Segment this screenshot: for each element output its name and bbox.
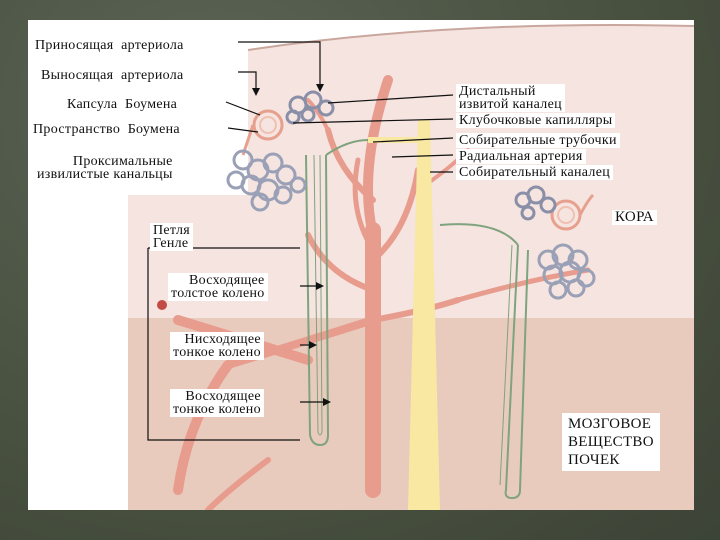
- label-loop-of-henle: Петля Генле: [150, 223, 194, 251]
- vessel-cut: [157, 300, 167, 310]
- label-glomerular-capillaries: Клубочковые капилляры: [456, 113, 616, 128]
- slide: Приносящая артериола Выносящая артериола…: [28, 20, 694, 510]
- label-ascending-thick: Восходящее толстое колено: [168, 273, 268, 301]
- right-distal-tubule: [514, 185, 557, 221]
- label-cortex: КОРА: [612, 210, 657, 225]
- label-medulla: МОЗГОВОЕ ВЕЩЕСТВО ПОЧЕК: [562, 413, 660, 471]
- label-descending-thin: Нисходящее тонкое колено: [170, 332, 264, 360]
- label-ascending-thin: Восходящее тонкое колено: [170, 389, 264, 417]
- label-collecting-duct: Собирательный каналец: [456, 165, 614, 180]
- right-proximal-tubules: [537, 243, 596, 300]
- label-collecting-tubules: Собирательные трубочки: [456, 133, 620, 148]
- label-proximal-tubules: Проксимальные извилистые канальцы: [34, 154, 176, 182]
- label-radial-artery: Радиальная артерия: [456, 149, 586, 164]
- label-efferent-arteriole: Выносящая артериола: [38, 68, 187, 83]
- label-afferent-arteriole: Приносящая артериола: [32, 38, 187, 53]
- label-distal-tubule: Дистальный извитой каналец: [456, 84, 565, 112]
- right-glomerulus: [550, 193, 595, 231]
- label-bowman-capsule: Капсула Боумена: [64, 97, 181, 112]
- left-nephron: [305, 139, 369, 447]
- arrowheads: [252, 84, 331, 406]
- right-nephron: [439, 223, 529, 500]
- label-bowman-space: Пространство Боумена: [30, 122, 183, 137]
- left-proximal-tubules: [226, 149, 307, 212]
- radial-artery: [173, 75, 591, 510]
- collecting-duct: [408, 120, 440, 510]
